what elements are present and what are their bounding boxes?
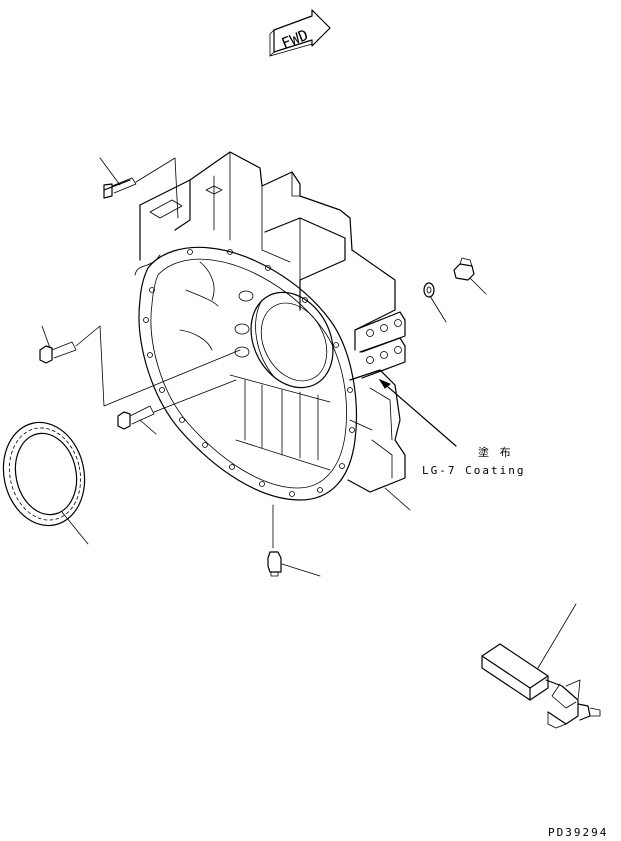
shaft-tool [481, 603, 601, 729]
fwd-label: FWD [279, 26, 311, 53]
oil-seal-ring [2, 421, 89, 545]
plug [453, 257, 487, 295]
coating-label-jp: 塗 布 [478, 445, 513, 459]
washer [423, 282, 447, 323]
coating-callout: 塗 布 LG-7 Coating [378, 378, 525, 511]
bolt-middle [39, 325, 241, 407]
bolt-lower [117, 379, 237, 435]
dowel-pin [267, 504, 321, 577]
coating-label-en: LG-7 Coating [422, 464, 525, 477]
drawing-number: PD39294 [548, 826, 608, 839]
fwd-arrow: FWD [269, 9, 331, 57]
flywheel-housing [134, 151, 406, 501]
bolt-top [99, 157, 179, 219]
